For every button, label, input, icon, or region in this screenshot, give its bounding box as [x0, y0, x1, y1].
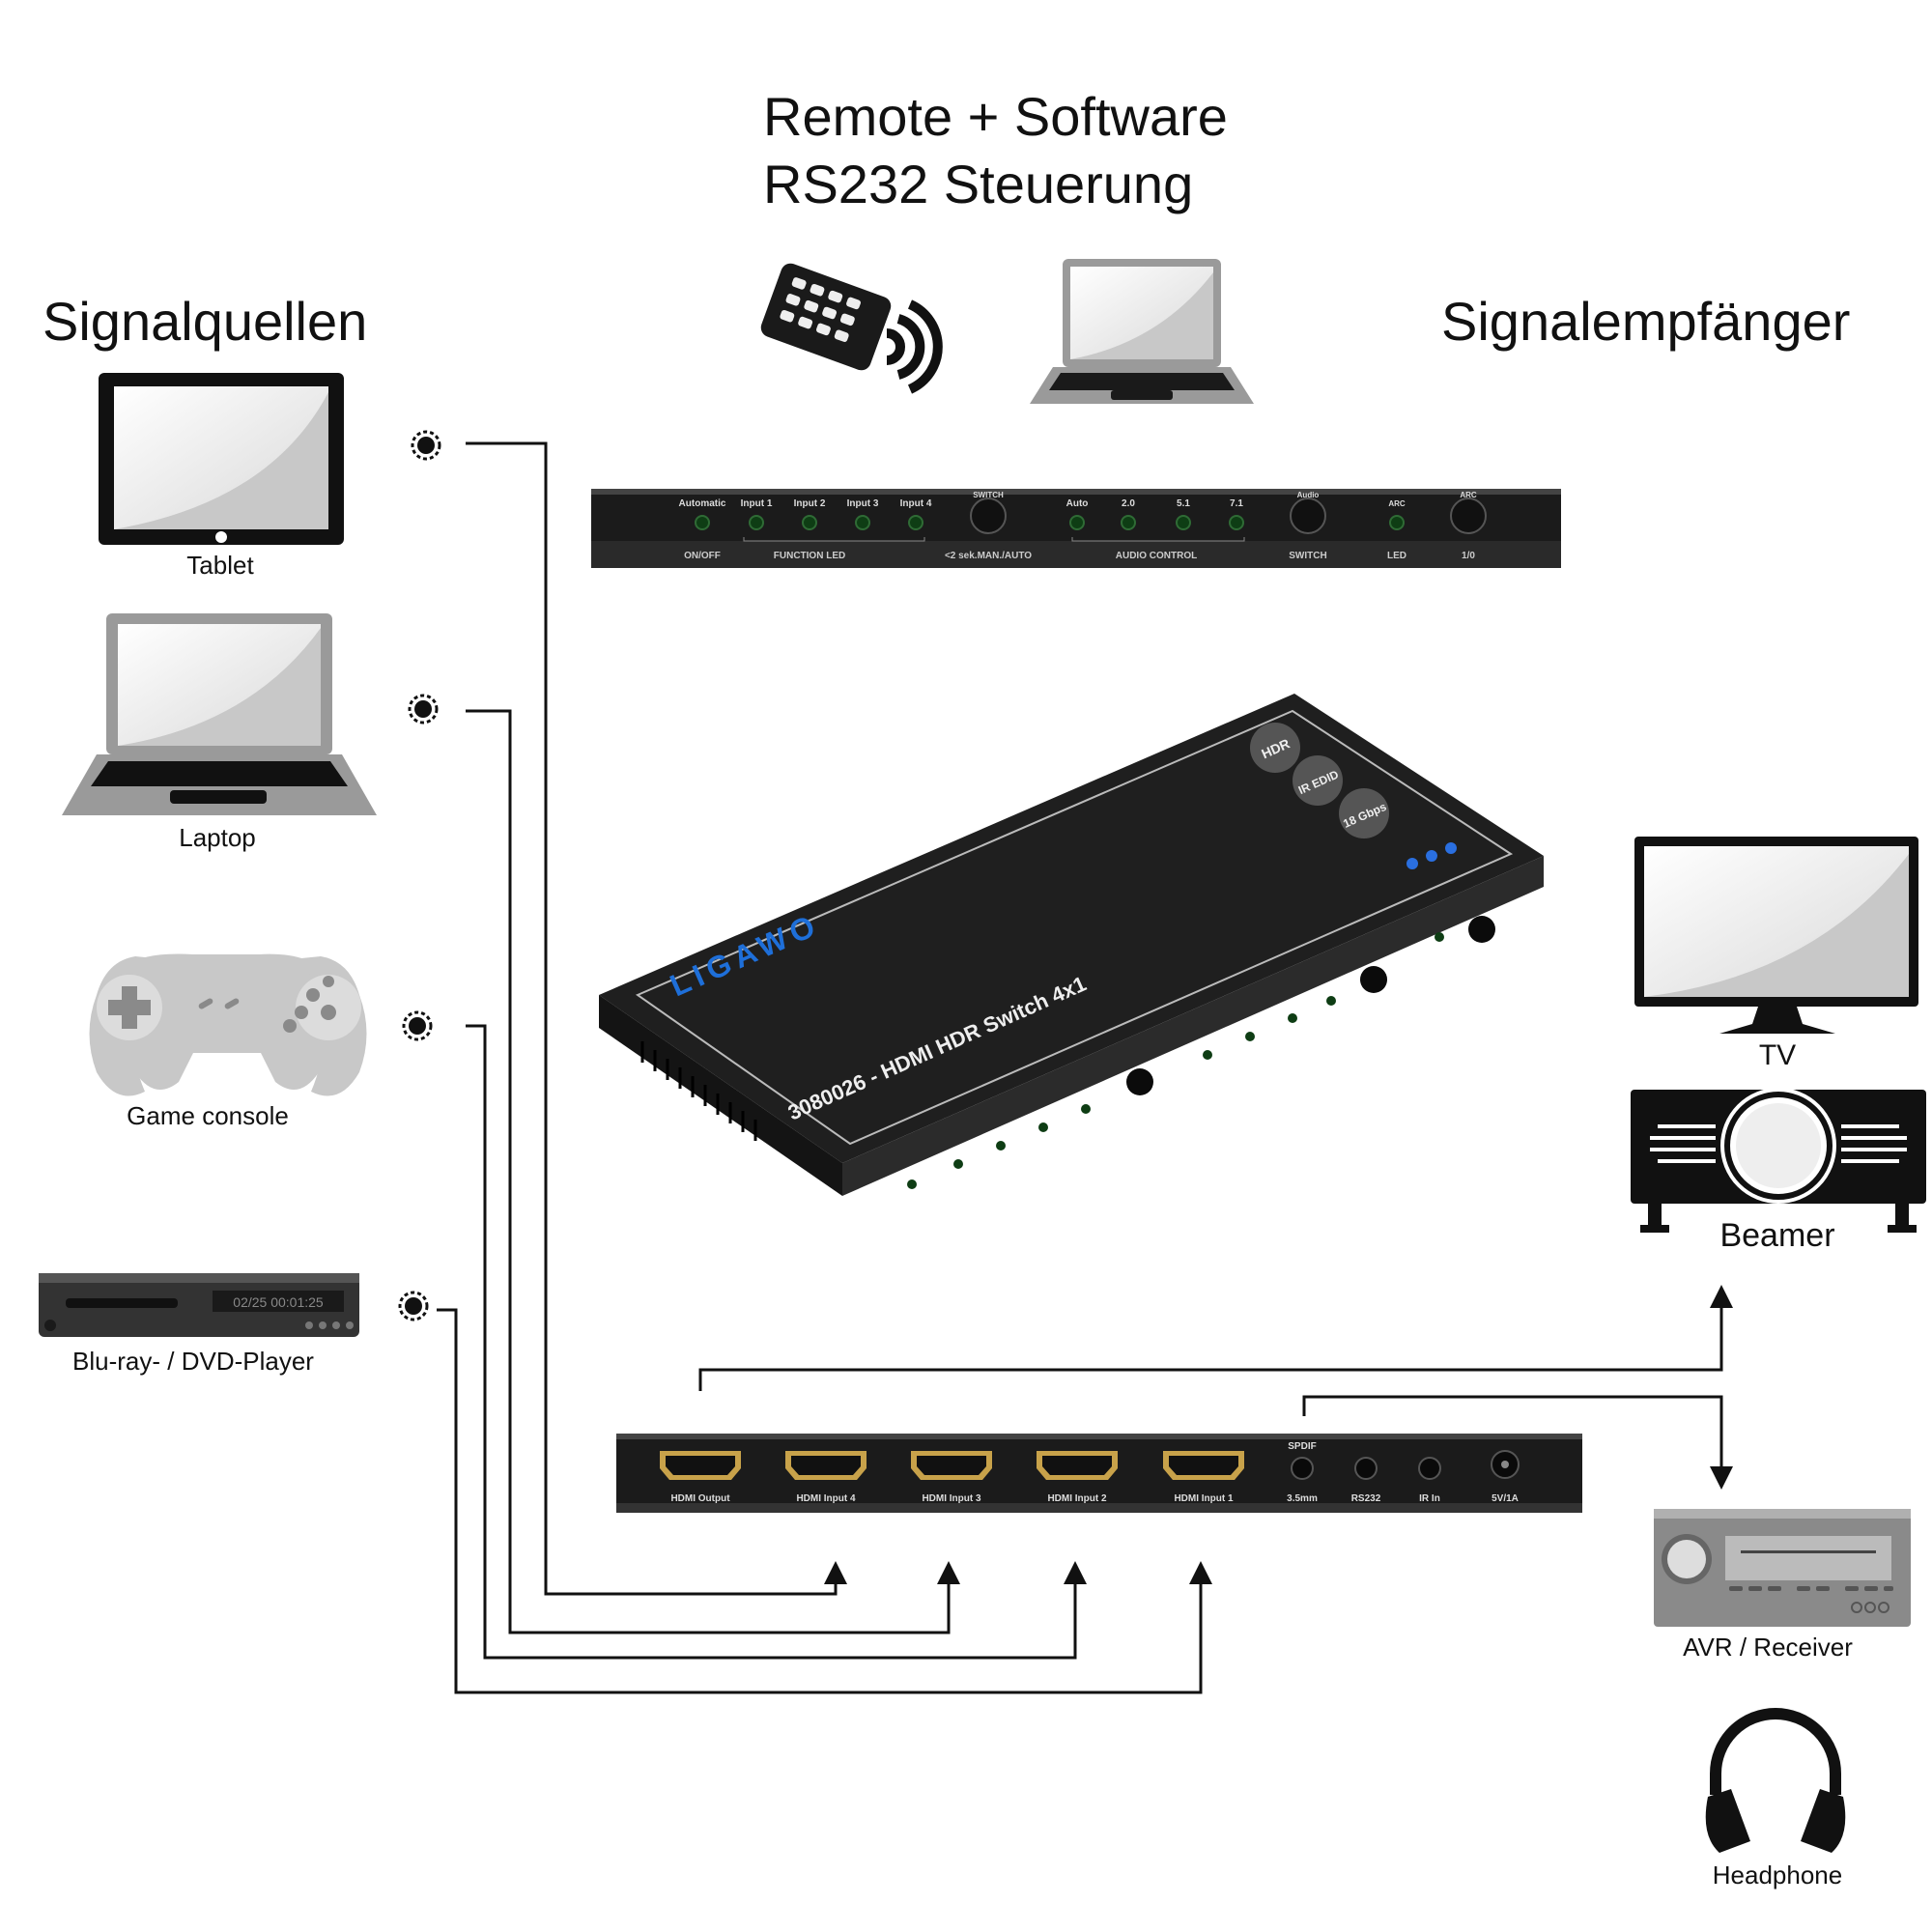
source-label-tablet: Tablet	[186, 551, 254, 580]
tablet-icon	[99, 373, 344, 545]
front-audio-label-71: 7.1	[1230, 498, 1243, 509]
projector-icon	[1631, 1088, 1926, 1233]
laptop-icon	[62, 613, 377, 815]
front-bottom-audio-control: AUDIO CONTROL	[1116, 551, 1197, 561]
receiver-icon	[1654, 1509, 1911, 1627]
front-led-label-input3: Input 3	[847, 498, 879, 509]
source-label-laptop: Laptop	[179, 823, 256, 852]
source-wires	[437, 441, 1212, 1694]
receivers-title: Signalempfänger	[1441, 291, 1851, 352]
led-input4	[908, 515, 923, 530]
rear-panel: HDMI Output HDMI Input 4 HDMI Input 3 HD…	[616, 1434, 1582, 1513]
led-audio-71	[1229, 515, 1244, 530]
receiver-label-beamer: Beamer	[1719, 1217, 1835, 1254]
front-arc-button[interactable]	[1450, 497, 1487, 534]
front-bottom-switch: SWITCH	[1289, 551, 1326, 561]
led-input3	[855, 515, 870, 530]
led-audio-auto	[1069, 515, 1085, 530]
front-arc-led-label: ARC	[1388, 499, 1406, 508]
front-audio-label-auto: Auto	[1066, 498, 1089, 509]
rear-label-hdmi-input1: HDMI Input 1	[1174, 1493, 1234, 1504]
front-bottom-arc-io: 1/0	[1462, 551, 1475, 561]
front-audio-label-51: 5.1	[1177, 498, 1190, 509]
front-panel: Automatic Input 1 Input 2 Input 3 Input …	[591, 489, 1561, 568]
rear-label-hdmi-input3: HDMI Input 3	[922, 1493, 981, 1504]
receiver-label-avr: AVR / Receiver	[1683, 1633, 1853, 1662]
source-connector-dots	[398, 430, 441, 1321]
front-arc-button-label: ARC	[1460, 491, 1477, 499]
led-automatic	[695, 515, 710, 530]
front-led-label-input1: Input 1	[741, 498, 773, 509]
led-arc	[1389, 515, 1405, 530]
front-audio-button[interactable]	[1290, 497, 1326, 534]
bluray-display: 02/25 00:01:25	[233, 1294, 324, 1310]
jack-ir-in	[1418, 1457, 1441, 1480]
source-label-game-console: Game console	[127, 1101, 289, 1130]
led-input2	[802, 515, 817, 530]
receiver-label-tv: TV	[1758, 1039, 1797, 1071]
front-switch-button[interactable]	[970, 497, 1007, 534]
front-bottom-man-auto: <2 sek.MAN./AUTO	[945, 551, 1032, 561]
front-audio-label-20: 2.0	[1122, 498, 1135, 509]
led-audio-20	[1121, 515, 1136, 530]
rear-label-35mm: 3.5mm	[1287, 1493, 1318, 1504]
jack-rs232	[1354, 1457, 1378, 1480]
control-laptop-icon	[1030, 259, 1254, 404]
tv-icon	[1634, 837, 1918, 1034]
led-audio-51	[1176, 515, 1191, 530]
receiver-label-headphone: Headphone	[1712, 1861, 1843, 1889]
front-audio-button-label: Audio	[1297, 491, 1320, 499]
gamepad-icon	[89, 953, 367, 1096]
remote-control-icon	[760, 263, 943, 394]
rear-label-spdif: SPDIF	[1288, 1441, 1316, 1452]
rear-label-ir-in: IR In	[1419, 1493, 1440, 1504]
rear-label-power: 5V/1A	[1492, 1493, 1519, 1504]
front-led-label-input2: Input 2	[794, 498, 826, 509]
device-badges: HDR IR EDID 18 Gbps	[1250, 723, 1457, 869]
front-bottom-onoff: ON/OFF	[684, 551, 721, 561]
jack-35mm	[1291, 1457, 1314, 1480]
control-title-line1: Remote + Software	[763, 86, 1228, 147]
rear-label-rs232: RS232	[1351, 1493, 1381, 1504]
rear-label-hdmi-input4: HDMI Input 4	[796, 1493, 856, 1504]
headphone-icon	[1705, 1708, 1846, 1853]
hdmi-switch-device: HDR IR EDID 18 Gbps LIGAWO 3080026 - HDM…	[599, 694, 1544, 1196]
led-input1	[749, 515, 764, 530]
rear-label-hdmi-input2: HDMI Input 2	[1047, 1493, 1107, 1504]
front-switch-label: SWITCH	[973, 491, 1004, 499]
output-wires	[698, 1285, 1733, 1490]
front-bottom-led: LED	[1387, 551, 1406, 561]
source-label-bluray: Blu-ray- / DVD-Player	[72, 1347, 314, 1376]
front-led-label-input4: Input 4	[900, 498, 932, 509]
sources-title: Signalquellen	[43, 291, 368, 352]
rear-label-hdmi-output: HDMI Output	[670, 1493, 730, 1504]
front-bottom-function-led: FUNCTION LED	[774, 551, 845, 561]
control-title-line2: RS232 Steuerung	[763, 154, 1194, 214]
hdmi-ports	[660, 1451, 1244, 1480]
bluray-player-icon: 02/25 00:01:25	[39, 1273, 359, 1337]
front-led-label-automatic: Automatic	[679, 498, 726, 509]
